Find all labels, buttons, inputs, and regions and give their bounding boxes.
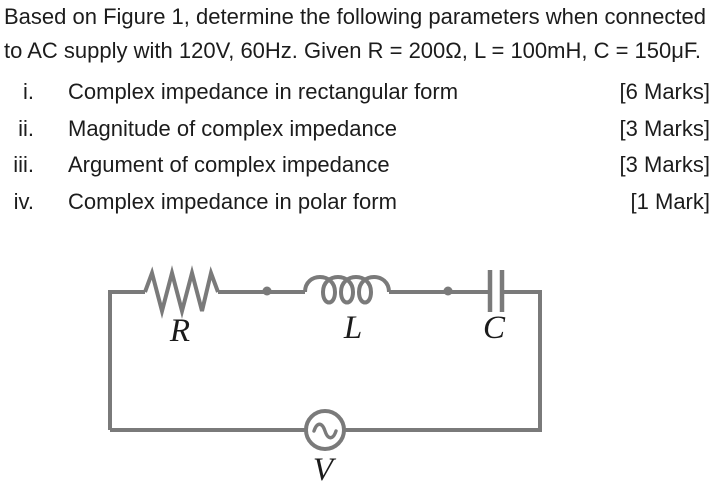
question-line-2: to AC supply with 120V, 60Hz. Given R = … xyxy=(4,38,702,63)
item-text: Complex impedance in polar form xyxy=(68,189,397,215)
question-text: Based on Figure 1, determine the followi… xyxy=(4,0,720,68)
item-numeral: i. xyxy=(23,79,34,104)
resistor-symbol xyxy=(143,265,220,319)
sine-wave-icon xyxy=(312,422,338,440)
capacitor-label: C xyxy=(483,310,506,346)
junction-dot xyxy=(443,286,453,296)
wire-left-top xyxy=(108,290,145,430)
item-numeral: iv. xyxy=(13,189,34,215)
question-item: iv. Complex impedance in polar form [1 M… xyxy=(0,184,710,221)
question-line-1: Based on Figure 1, determine the followi… xyxy=(4,4,706,29)
item-marks: [3 Marks] xyxy=(619,152,710,178)
item-text: Complex impedance in rectangular form xyxy=(68,79,459,104)
item-text: Magnitude of complex impedance xyxy=(68,115,397,141)
item-text: Argument of complex impedance xyxy=(68,152,390,178)
item-marks: [3 Marks] xyxy=(619,115,710,141)
question-list: i. Complex impedance in rectangular form… xyxy=(0,74,710,221)
inductor-label: L xyxy=(343,310,362,346)
question-item: iii. Argument of complex impedance [3 Ma… xyxy=(0,147,710,184)
item-numeral: ii. xyxy=(18,115,34,141)
question-item: ii. Magnitude of complex impedance [3 Ma… xyxy=(0,111,710,148)
junction-dot xyxy=(262,286,272,296)
ac-source-symbol xyxy=(304,409,346,451)
item-marks: [6 Marks] xyxy=(619,79,710,104)
inductor-symbol xyxy=(303,275,391,305)
circuit-diagram: R L C V xyxy=(108,265,542,488)
item-numeral: iii. xyxy=(13,152,34,178)
resistor-label: R xyxy=(169,313,190,349)
capacitor-symbol xyxy=(487,270,505,312)
item-marks: [1 Mark] xyxy=(630,189,710,215)
source-label: V xyxy=(313,452,337,488)
question-item: i. Complex impedance in rectangular form… xyxy=(0,74,710,111)
